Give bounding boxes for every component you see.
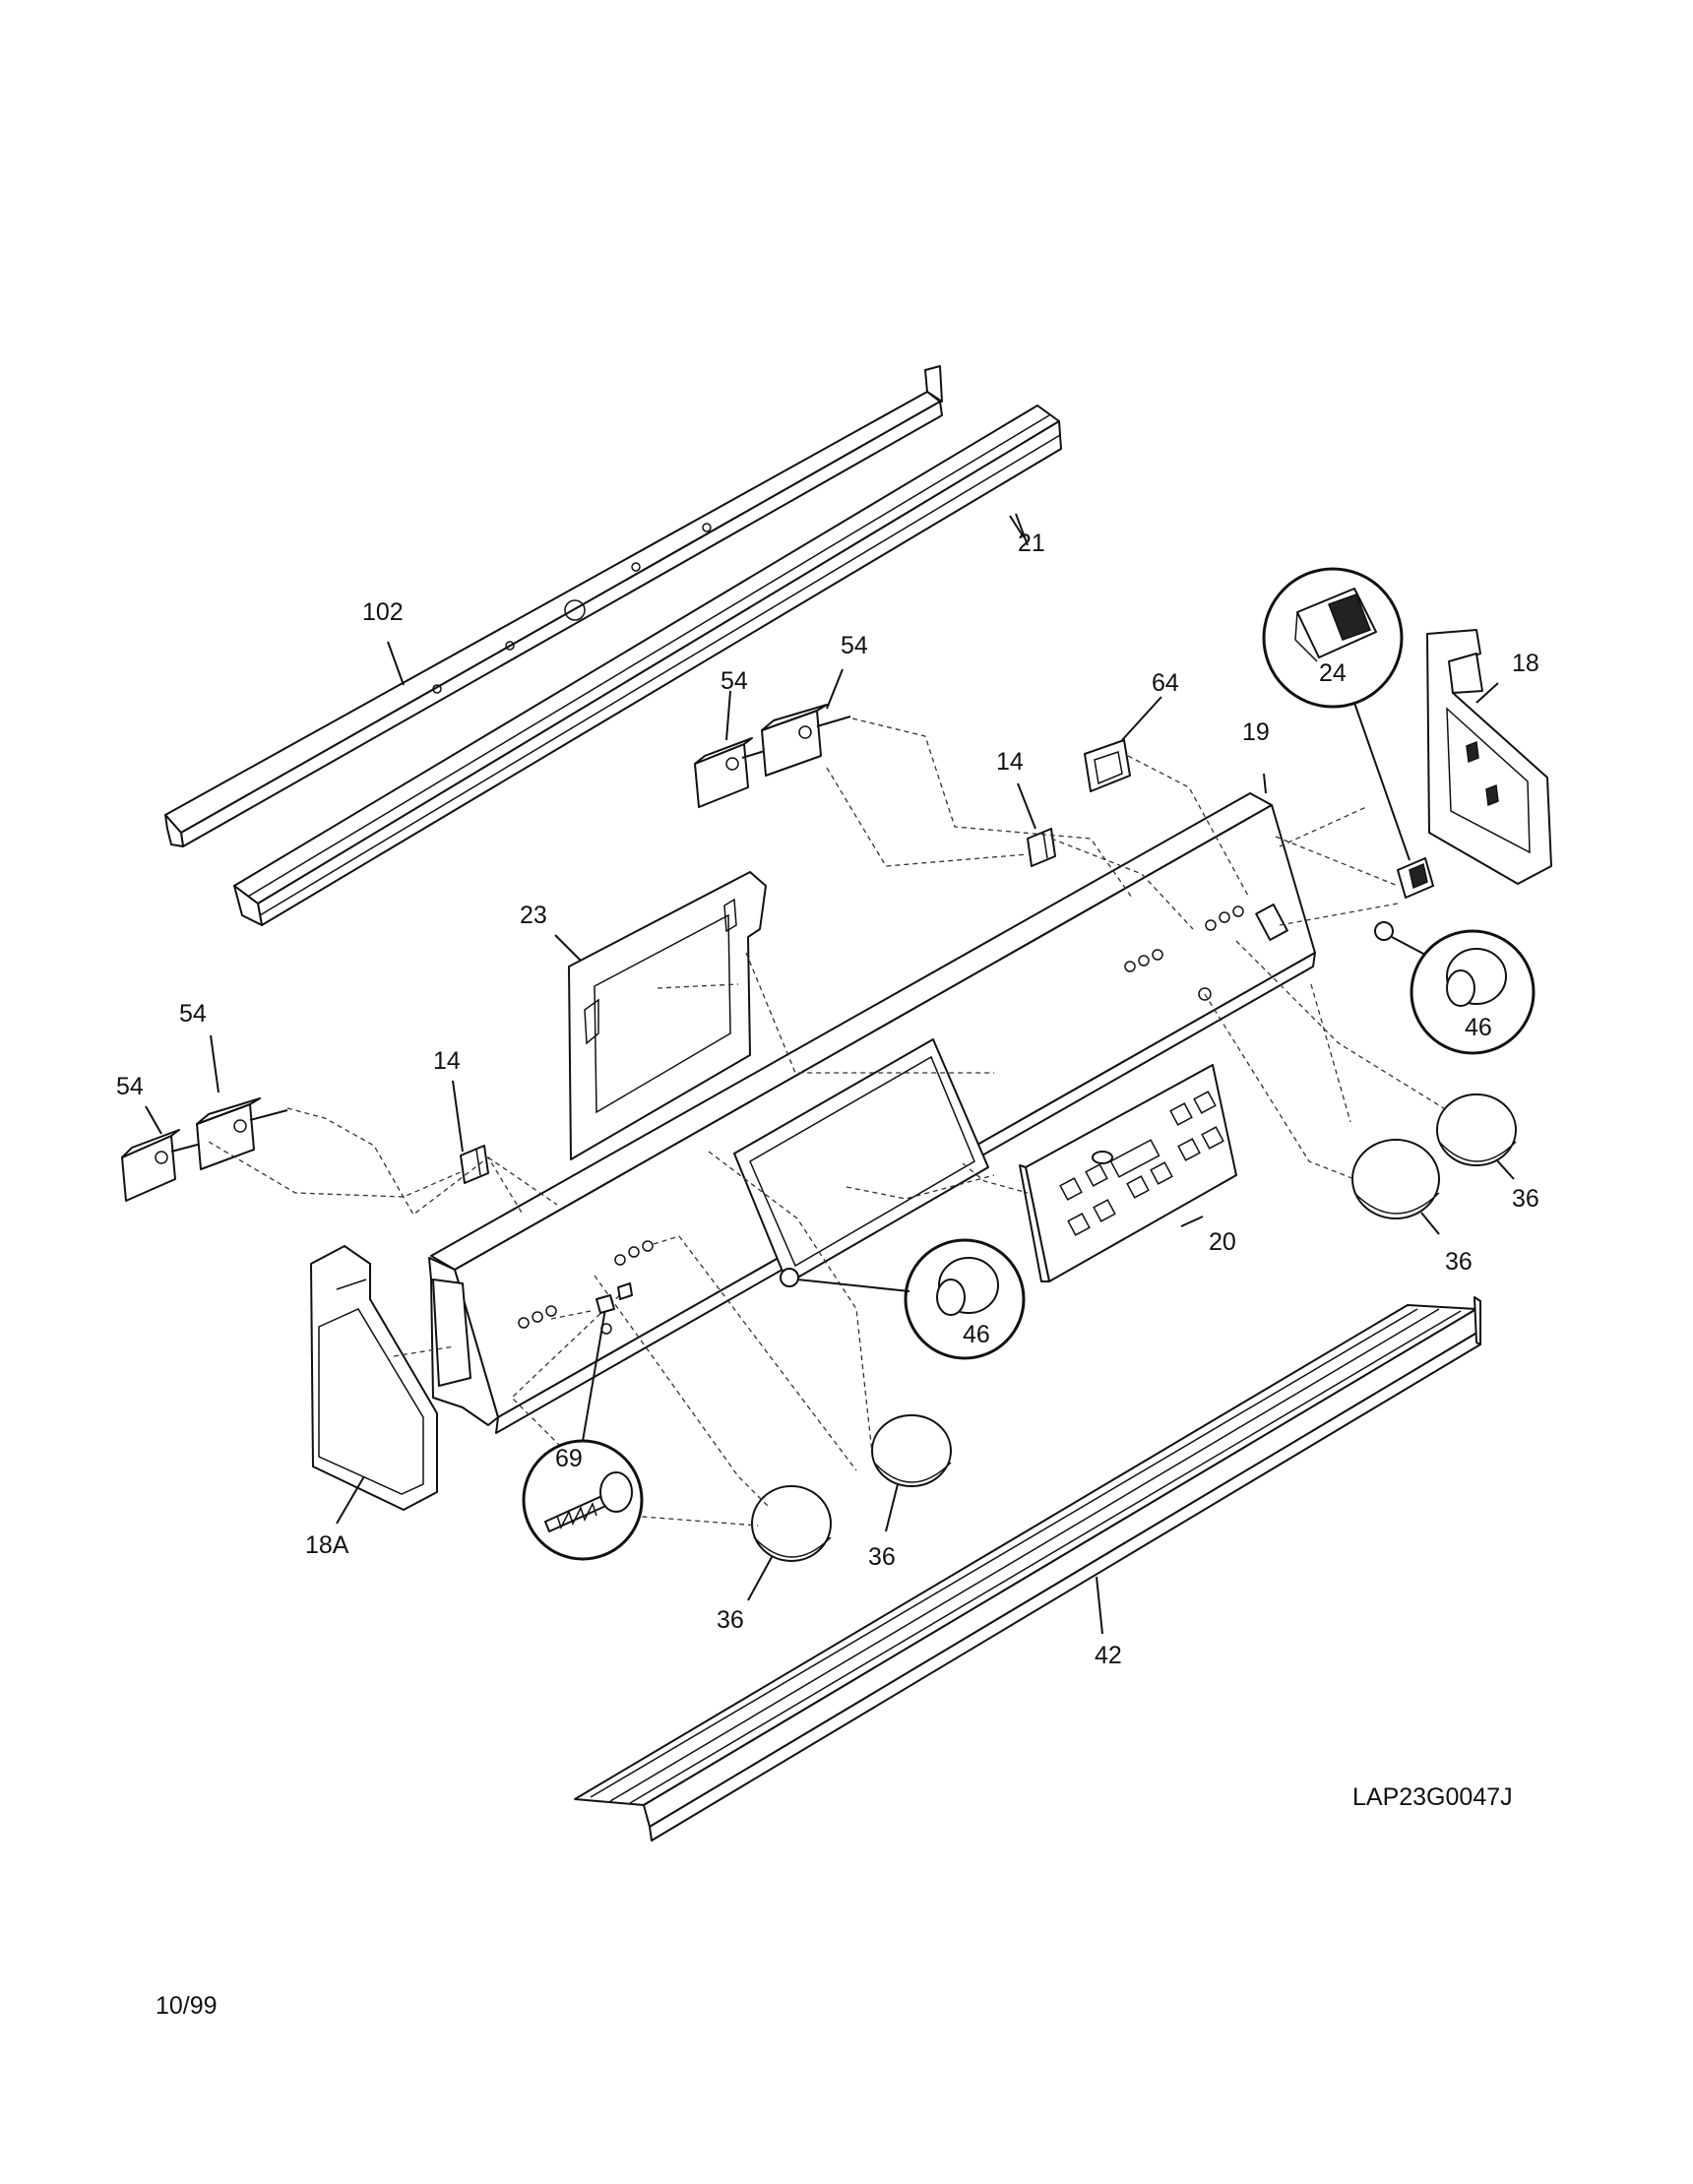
part-14-clip-left[interactable] [460, 1145, 489, 1184]
part-21-channel-rail[interactable] [233, 405, 1062, 926]
callout-102: 102 [362, 598, 404, 626]
callout-19: 19 [1242, 718, 1270, 746]
callout-24: 24 [1319, 659, 1347, 687]
callout-54-d: 54 [179, 1000, 207, 1028]
part-24-rocker-switch[interactable] [1397, 857, 1434, 899]
part-54-switch-upper-left[interactable] [694, 737, 769, 808]
callout-69: 69 [555, 1445, 583, 1472]
callout-36-b: 36 [1445, 1248, 1473, 1276]
part-14-clip-right[interactable] [1027, 828, 1056, 867]
part-36-knob-center[interactable] [871, 1414, 952, 1487]
part-36-knob-left[interactable] [751, 1485, 832, 1562]
callout-64: 64 [1152, 669, 1179, 697]
part-23-display-bracket[interactable] [568, 871, 767, 1160]
part-19-control-panel[interactable] [428, 792, 1316, 1434]
part-20-electronic-control[interactable] [1019, 1064, 1237, 1282]
revision-date: 10/99 [156, 1992, 218, 2020]
part-36-knob-far-right[interactable] [1436, 1093, 1517, 1166]
part-54-switch-upper-right[interactable] [761, 704, 851, 777]
part-18A-left-end-cap[interactable] [310, 1245, 438, 1511]
callout-46-a: 46 [1465, 1014, 1492, 1041]
detail-circle-46-left [796, 1238, 1026, 1360]
part-64-label[interactable] [1084, 739, 1131, 792]
callout-21: 21 [1018, 530, 1045, 557]
callout-20: 20 [1209, 1228, 1236, 1256]
part-54-switch-lower-right[interactable] [196, 1097, 288, 1170]
callout-42: 42 [1095, 1642, 1122, 1669]
callout-18A: 18A [305, 1531, 349, 1559]
callout-labels: 102 21 18 24 19 64 54 54 54 54 14 14 23 … [116, 530, 1539, 2020]
detail-circle-24 [1262, 567, 1411, 861]
drawing-number: LAP23G0047J [1352, 1783, 1513, 1811]
callout-14-a: 14 [996, 748, 1024, 776]
callout-46-b: 46 [963, 1321, 990, 1348]
detail-circle-69 [522, 1282, 644, 1561]
part-54-switch-lower-left[interactable] [121, 1129, 210, 1202]
callout-54-b: 54 [841, 632, 868, 659]
callout-leaders [145, 513, 1515, 1635]
callout-36-c: 36 [868, 1543, 896, 1571]
callout-23: 23 [520, 902, 547, 929]
part-36-knob-right[interactable] [1351, 1139, 1440, 1219]
indicator-lens-right [1374, 921, 1394, 941]
callout-54-a: 54 [721, 667, 748, 695]
part-42-lower-trim[interactable] [574, 1296, 1481, 1841]
callout-36-d: 36 [717, 1606, 744, 1634]
indicator-lens-left [780, 1268, 799, 1287]
callout-54-c: 54 [116, 1073, 144, 1100]
part-102-rear-trim[interactable] [164, 365, 943, 847]
callout-18: 18 [1512, 650, 1539, 677]
callout-14-b: 14 [433, 1047, 461, 1075]
callout-36-a: 36 [1512, 1185, 1539, 1213]
part-18-right-end-cap[interactable] [1426, 629, 1552, 885]
detail-circle-46-right [1391, 929, 1536, 1055]
